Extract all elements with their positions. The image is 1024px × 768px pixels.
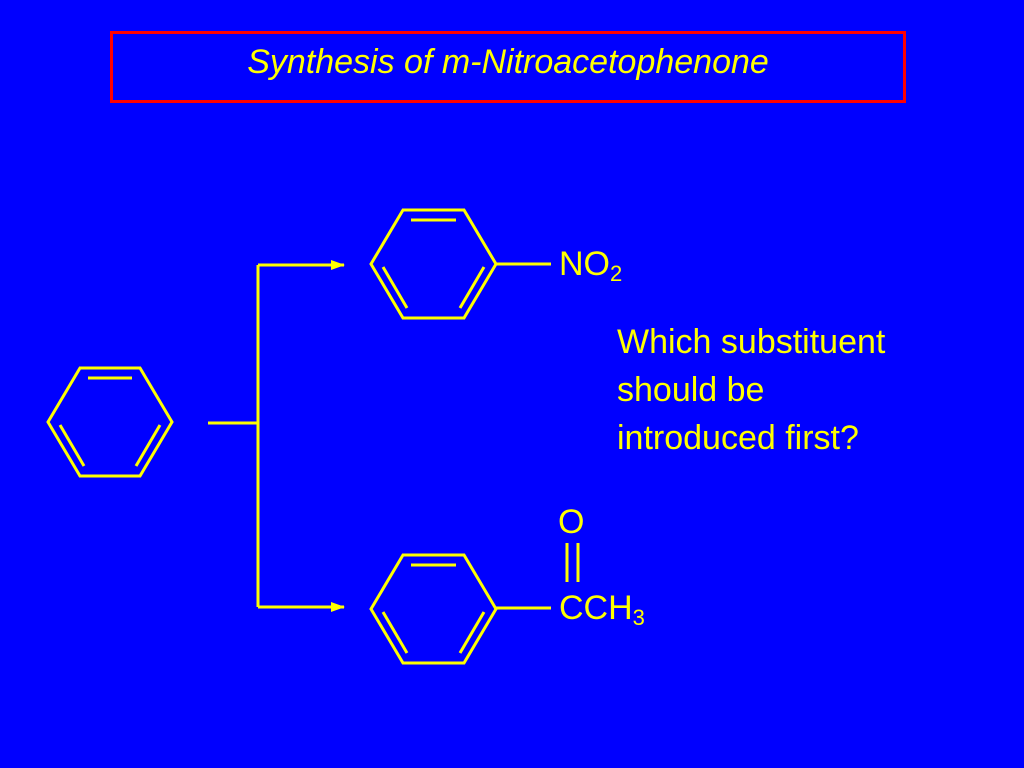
nitro-group-main: NO [559,245,610,283]
benzene-ring-nitro [369,208,498,320]
benzene-ring-acetyl [369,553,498,665]
carbonyl-oxygen-label: O [558,503,585,541]
slide-title: Synthesis of m-Nitroacetophenone [247,43,769,81]
acetyl-group-subscript: 3 [632,605,645,630]
question-line-3: introduced first? [617,419,859,457]
title-box: Synthesis of m-Nitroacetophenone [110,31,906,103]
branch-connector [208,265,260,607]
question-line-2: should be [617,371,765,409]
nitro-group-subscript: 2 [610,261,623,286]
acetyl-group-label: CCH3 [559,589,645,629]
nitro-group-label: NO2 [559,245,622,285]
acetyl-group-main: CCH [559,589,633,627]
question-line-1: Which substituent [617,323,886,361]
question-text: Which substituent should be introduced f… [617,318,977,462]
carbonyl-double-bond [565,543,580,582]
benzene-ring-start [46,366,174,478]
